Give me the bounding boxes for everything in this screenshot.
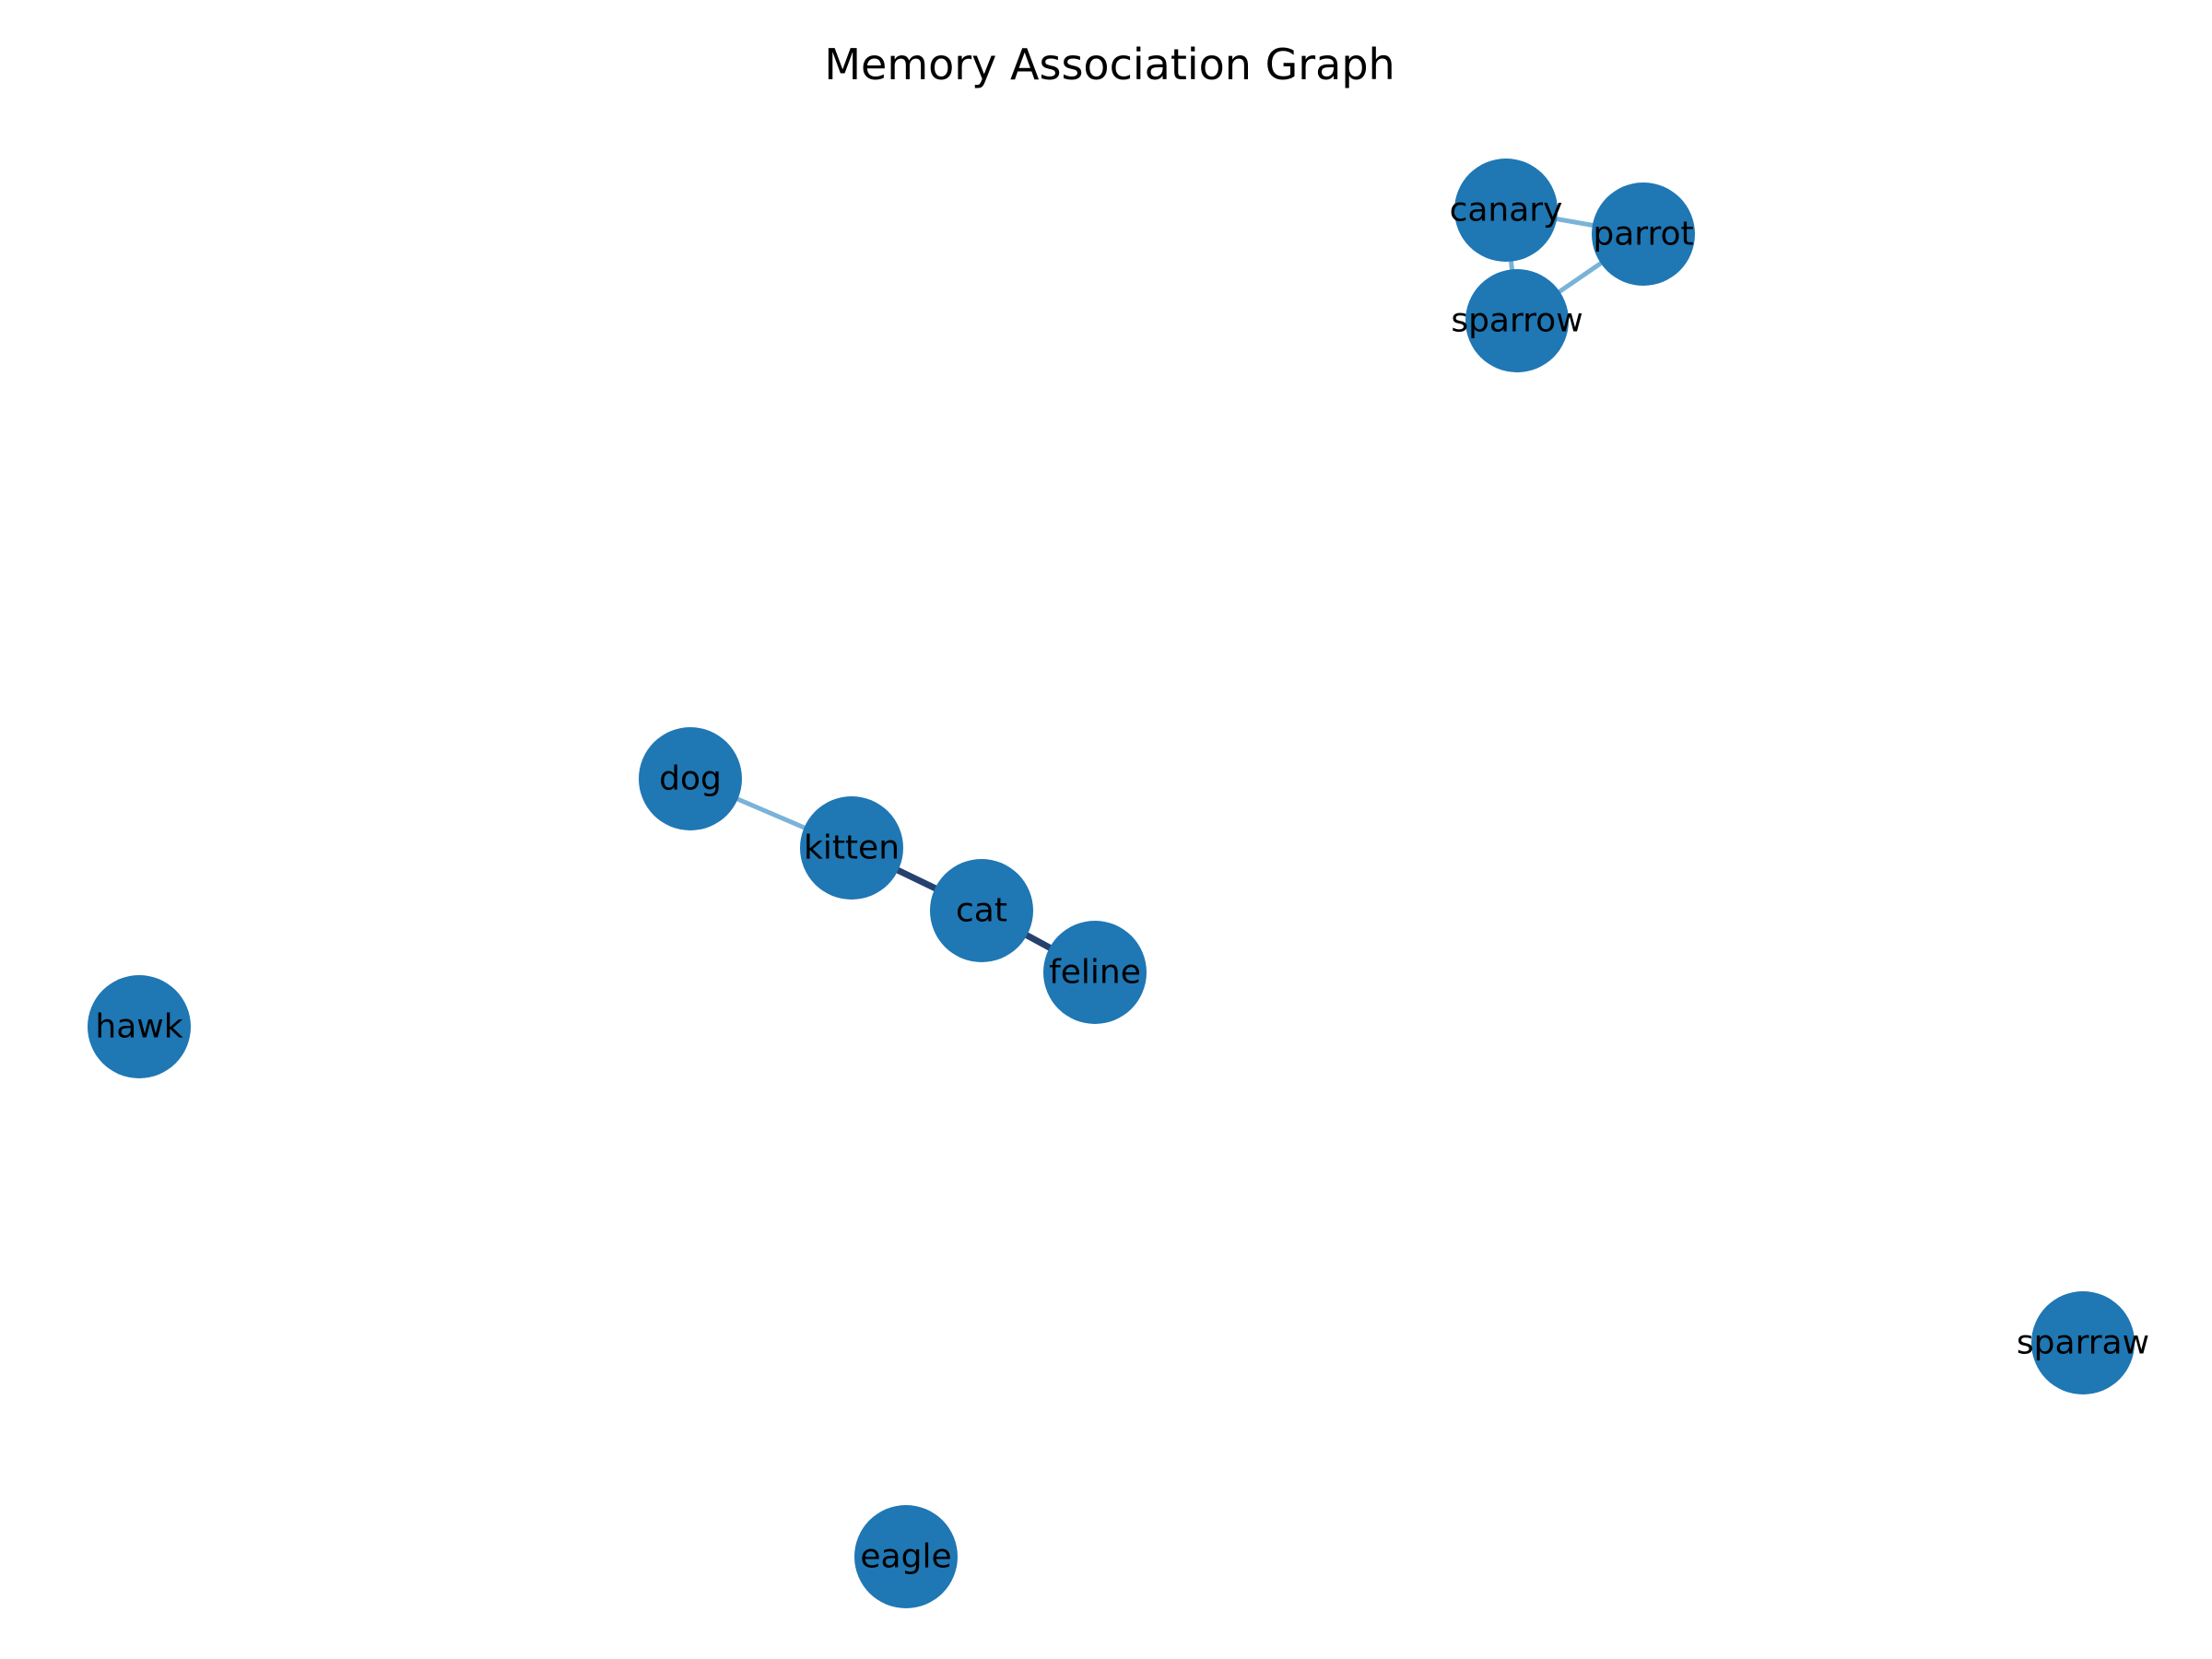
node-label: feline: [1049, 954, 1141, 992]
node-eagle: eagle: [854, 1505, 958, 1608]
node-cat: cat: [930, 859, 1033, 962]
node-hawk: hawk: [88, 975, 191, 1078]
node-label: kitten: [804, 830, 900, 867]
node-circle: [639, 727, 742, 830]
node-label: sparrow: [1451, 302, 1583, 340]
node-feline: feline: [1043, 921, 1147, 1024]
node-sparraw: sparraw: [2017, 1291, 2149, 1394]
node-label: canary: [1450, 192, 1563, 229]
node-circle: [1454, 159, 1558, 262]
node-label: dog: [659, 760, 722, 798]
node-layer: canary parrot sparrow dog kitten cat feline haw…: [88, 159, 2149, 1608]
node-canary: canary: [1450, 159, 1563, 262]
node-circle: [854, 1505, 958, 1608]
node-circle: [930, 859, 1033, 962]
node-circle: [1592, 182, 1695, 286]
node-parrot: parrot: [1592, 182, 1695, 286]
node-label: sparraw: [2017, 1324, 2149, 1362]
node-label: cat: [956, 892, 1007, 930]
node-label: hawk: [95, 1008, 182, 1046]
node-sparrow: sparrow: [1451, 269, 1583, 372]
node-label: parrot: [1593, 216, 1693, 253]
node-dog: dog: [639, 727, 742, 830]
node-circle: [88, 975, 191, 1078]
graph-title: Memory Association Graph: [824, 40, 1394, 89]
node-circle: [800, 796, 903, 900]
node-circle: [1465, 269, 1569, 372]
node-circle: [2031, 1291, 2135, 1394]
node-kitten: kitten: [800, 796, 903, 900]
node-circle: [1043, 921, 1147, 1024]
node-label: eagle: [860, 1538, 951, 1576]
